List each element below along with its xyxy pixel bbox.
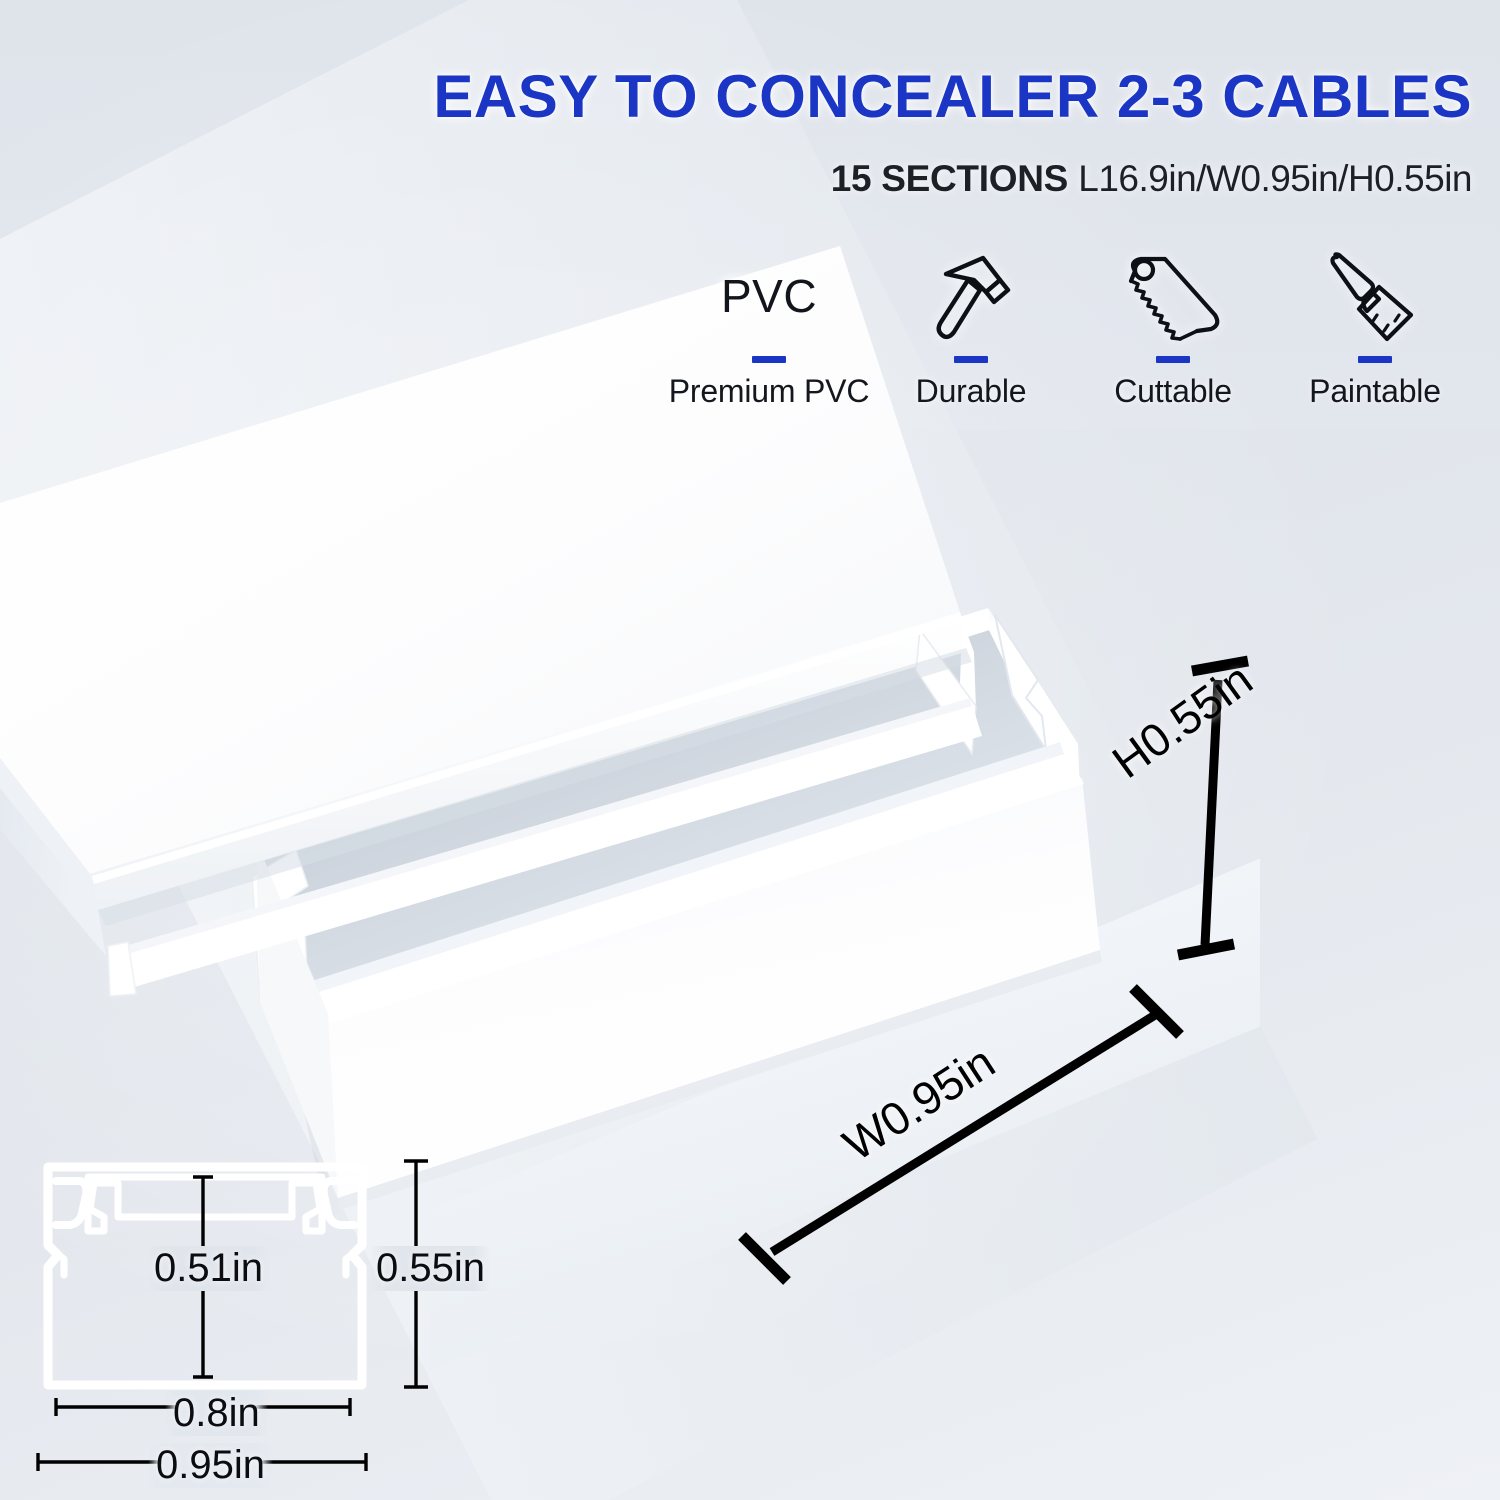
cross-section-outer-height-label: 0.55in (370, 1246, 491, 1291)
raceway-lid-rail (112, 698, 982, 990)
saw-icon (1119, 248, 1227, 344)
hammer-icon (928, 248, 1014, 344)
pvc-icon-text: PVC (720, 270, 818, 322)
cross-section-outer-width-label: 0.95in (148, 1443, 273, 1488)
dimensions-label: L16.9in/W0.95in/H0.55in (1078, 158, 1472, 199)
paintbrush-icon (1327, 248, 1423, 344)
cross-section-diagram (30, 1155, 530, 1485)
feature-row: PVC Premium PVC Durable (668, 248, 1476, 410)
page-title: EASY TO CONCEALER 2-3 CABLES (433, 63, 1472, 130)
feature-divider-dash (954, 356, 988, 363)
page-subtitle: 15 SECTIONS L16.9in/W0.95in/H0.55in (0, 158, 1473, 200)
raceway-lid-cover (0, 246, 977, 956)
cross-section-profile (43, 1162, 367, 1390)
cross-section-inner-width-label: 0.8in (165, 1391, 268, 1436)
cross-section-inner-height-label: 0.51in (148, 1246, 269, 1291)
feature-divider-dash (752, 356, 786, 363)
feature-label-durable: Durable (915, 373, 1027, 409)
feature-label-premium-pvc: Premium PVC (668, 373, 870, 409)
feature-divider-dash (1156, 356, 1190, 363)
feature-cuttable: Cuttable (1072, 248, 1274, 410)
feature-label-paintable: Paintable (1309, 373, 1441, 409)
feature-durable: Durable (870, 248, 1072, 410)
sections-count-label: 15 SECTIONS (830, 158, 1069, 199)
feature-premium-pvc: PVC Premium PVC (668, 248, 870, 410)
feature-paintable: Paintable (1274, 248, 1476, 410)
pvc-text-icon: PVC (721, 248, 817, 344)
product-illustration (0, 150, 1260, 1370)
feature-label-cuttable: Cuttable (1114, 373, 1232, 409)
feature-divider-dash (1358, 356, 1392, 363)
